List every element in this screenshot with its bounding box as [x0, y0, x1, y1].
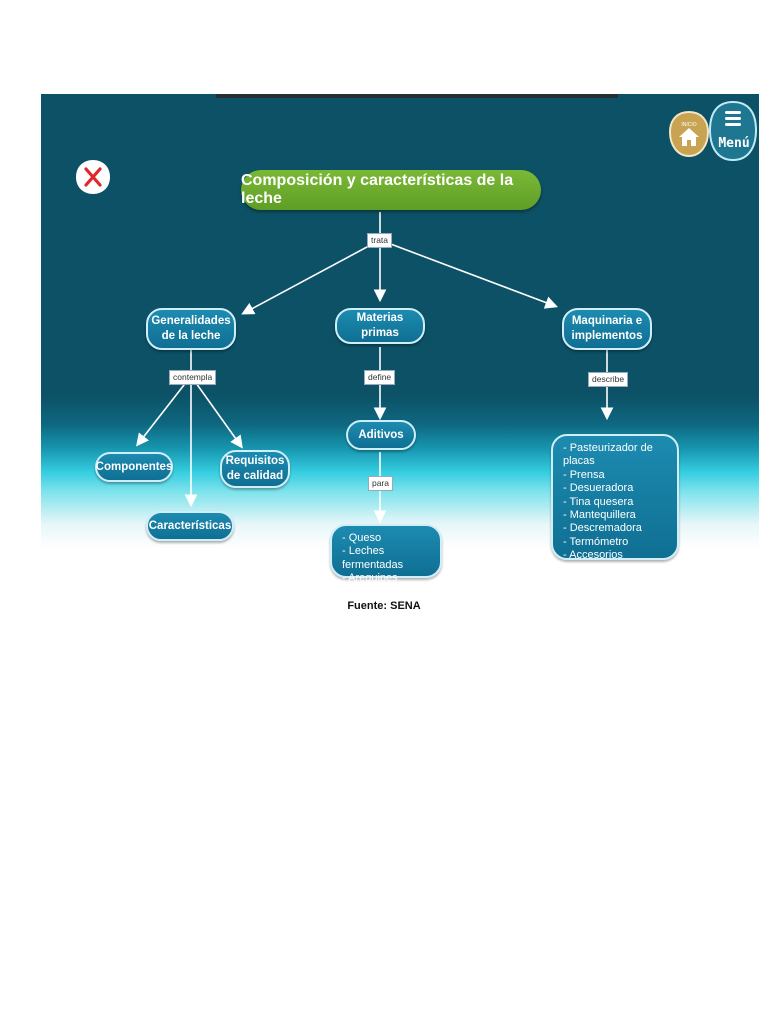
concept-map-panel: INICIO Menú Composición y característica…: [41, 94, 759, 624]
list-item: - Accesorios: [563, 549, 623, 562]
node-generalidades[interactable]: Generalidades de la leche: [146, 308, 236, 350]
home-icon: [668, 110, 710, 158]
node-materias-primas[interactable]: Materias primas: [335, 308, 425, 344]
list-item: - Prensa: [563, 468, 605, 481]
list-item: - Desueradora: [563, 482, 634, 495]
menu-button[interactable]: Menú: [708, 100, 758, 162]
list-item: - Termómetro: [563, 535, 629, 548]
link-label-para: para: [368, 476, 394, 491]
list-materias-items: - Queso - Leches fermentadas - Arequipes: [330, 524, 442, 584]
list-item: - Arequipes: [342, 572, 398, 585]
list-maquinaria-items: - Pasteurizador de placas - Prensa - Des…: [551, 434, 679, 562]
link-label-define: define: [364, 370, 396, 385]
node-requisitos-calidad[interactable]: Requisitos de calidad: [220, 450, 290, 488]
list-item: - Pasteurizador de placas: [563, 442, 653, 468]
menu-label: Menú: [718, 136, 750, 151]
list-item: - Descremadora: [563, 522, 642, 535]
home-label: INICIO: [681, 122, 697, 128]
list-item: - Queso: [342, 532, 382, 544]
top-divider: [216, 94, 618, 98]
close-icon: [76, 160, 110, 194]
list-item: - Mantequillera: [563, 509, 636, 522]
source-caption: Fuente: SENA: [347, 600, 421, 612]
list-item: - Leches fermentadas: [342, 545, 404, 571]
link-label-describe: describe: [588, 372, 629, 387]
link-label-trata: trata: [367, 233, 393, 248]
menu-icon: [708, 100, 758, 162]
link-label-contempla: contempla: [169, 370, 217, 385]
node-caracteristicas[interactable]: Características: [146, 511, 234, 541]
node-aditivos[interactable]: Aditivos: [346, 420, 416, 450]
home-button[interactable]: INICIO: [668, 110, 710, 158]
list-item: - Tina quesera: [563, 495, 634, 508]
node-componentes[interactable]: Componentes: [95, 452, 173, 482]
node-maquinaria[interactable]: Maquinaria e implementos: [562, 308, 652, 350]
close-button[interactable]: [74, 158, 112, 196]
diagram-title: Composición y características de la lech…: [241, 170, 541, 210]
